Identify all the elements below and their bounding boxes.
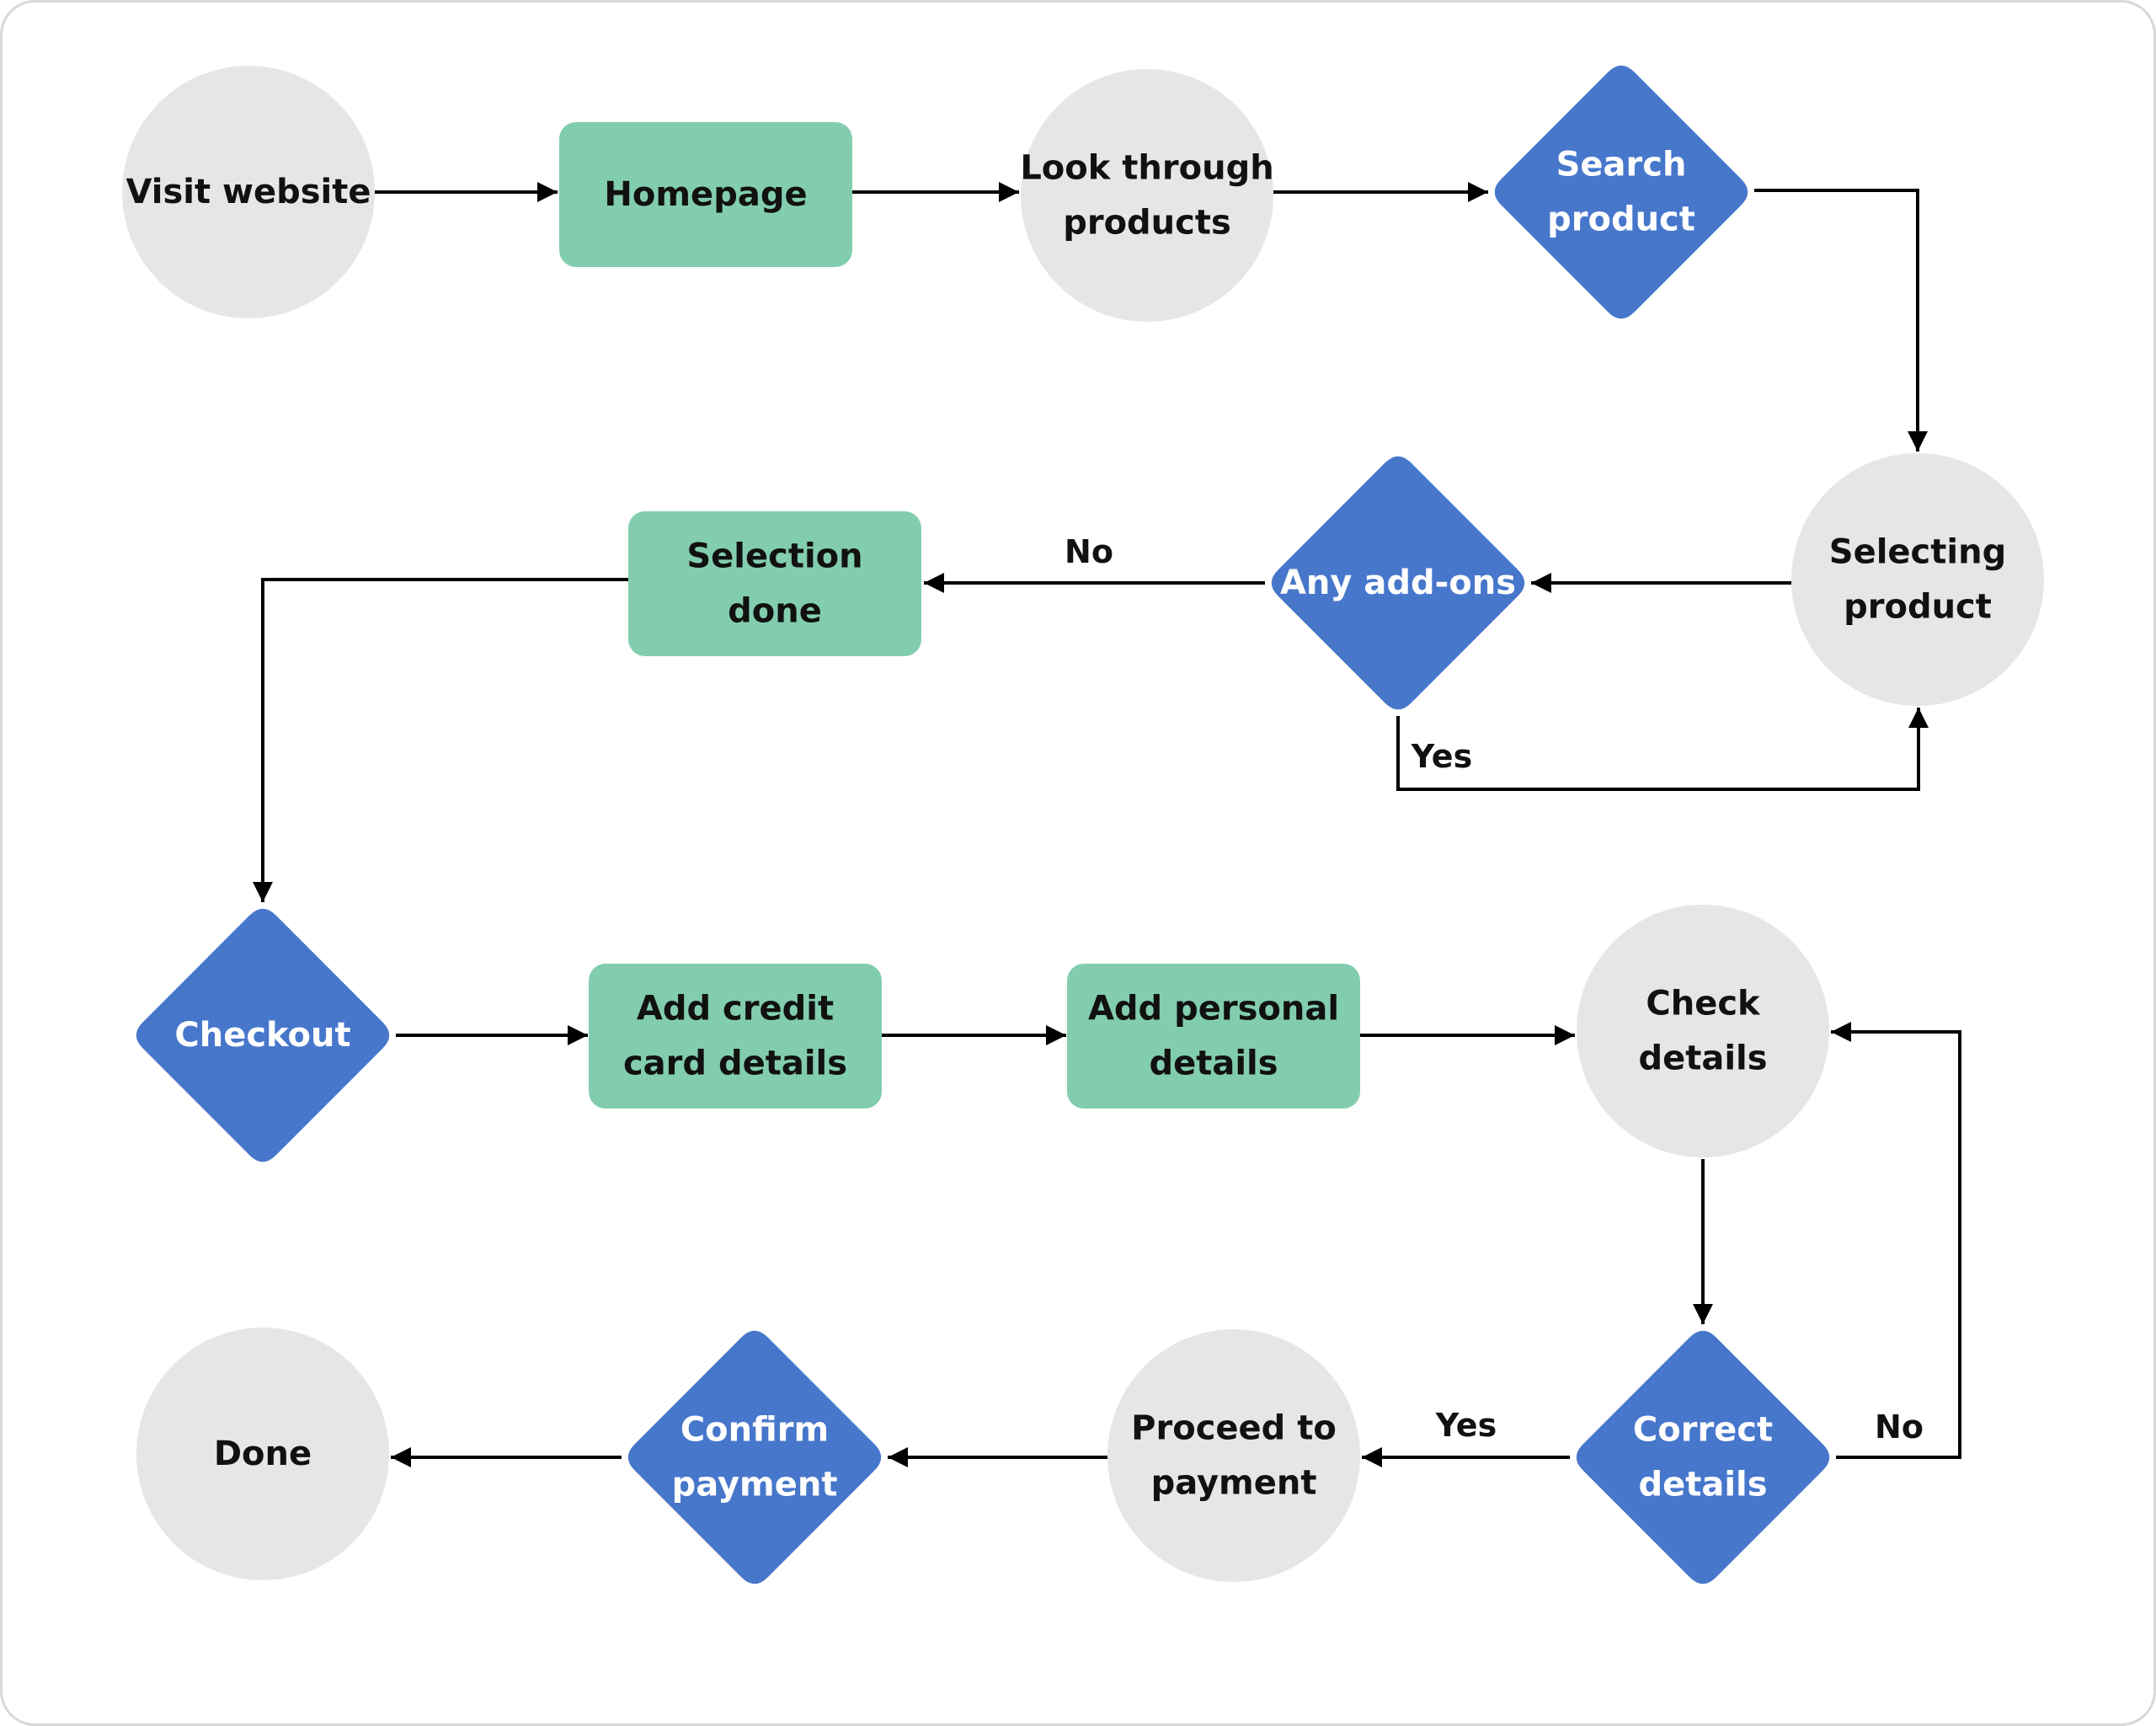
node-check-details: Check details xyxy=(1577,905,1829,1157)
arrow-selection-done-to-checkout xyxy=(253,578,628,902)
edge-label-yes: Yes xyxy=(1435,1407,1497,1444)
circle-shape xyxy=(122,66,375,318)
node-label: Any add-ons xyxy=(1280,564,1516,602)
node-label: Selecting xyxy=(1829,533,2006,572)
node-label: product xyxy=(1547,200,1695,239)
arrow-correct-details-to-check-details xyxy=(1831,1022,1961,1459)
decision-diamond-shape xyxy=(1271,456,1525,710)
connectors xyxy=(253,182,1961,1467)
node-proceed-payment: Proceed to payment xyxy=(1107,1329,1360,1582)
edge-label-no: No xyxy=(1065,533,1113,570)
node-label: Search xyxy=(1556,146,1687,184)
node-label: Add personal xyxy=(1088,990,1339,1029)
node-add-personal: Add personal details xyxy=(1067,964,1360,1109)
node-done: Done xyxy=(136,1328,389,1580)
node-label: details xyxy=(1638,1039,1767,1078)
node-label: Confirm xyxy=(680,1411,829,1450)
circle-shape xyxy=(1021,69,1273,322)
node-label: Correct xyxy=(1633,1411,1773,1450)
node-label: product xyxy=(1844,588,1992,627)
circle-shape xyxy=(1791,453,2044,706)
node-label: done xyxy=(728,592,822,631)
process-box-shape xyxy=(559,122,852,267)
edge-label-yes: Yes xyxy=(1411,738,1472,775)
node-label: details xyxy=(1149,1045,1278,1083)
node-add-credit: Add credit card details xyxy=(589,964,882,1109)
process-box-shape xyxy=(589,964,882,1109)
node-label: products xyxy=(1063,204,1231,243)
node-any-addons: Any add-ons xyxy=(1271,456,1525,710)
node-look-through: Look through products xyxy=(1020,69,1274,322)
node-correct-details: Correct details xyxy=(1576,1330,1830,1584)
node-label: payment xyxy=(672,1466,838,1504)
node-label: Proceed to xyxy=(1131,1409,1337,1448)
node-homepage: Homepage xyxy=(559,122,852,267)
node-confirm-payment: Confirm payment xyxy=(627,1330,882,1584)
node-selecting-product: Selecting product xyxy=(1791,453,2044,706)
arrow-search-product-to-selecting-product xyxy=(1754,189,1928,452)
node-selection-done: Selection done xyxy=(628,511,921,656)
node-visit-website: Visit website xyxy=(122,66,375,318)
node-label: Checkout xyxy=(174,1016,350,1055)
decision-diamond-shape xyxy=(136,908,390,1162)
node-label: payment xyxy=(1151,1464,1317,1503)
decision-diamond-shape xyxy=(627,1330,882,1584)
nodes: Visit website Homepage Look through product… xyxy=(122,65,2044,1584)
node-search-product: Search product xyxy=(1494,65,1748,319)
process-box-shape xyxy=(628,511,921,656)
node-label: Add credit xyxy=(637,990,834,1029)
node-label: Done xyxy=(214,1435,312,1473)
edge-label-no: No xyxy=(1875,1408,1924,1445)
circle-shape xyxy=(1107,1329,1360,1582)
circle-shape xyxy=(1577,905,1829,1157)
node-label: Look through xyxy=(1020,149,1273,188)
node-label: details xyxy=(1638,1466,1767,1504)
node-label: Selection xyxy=(686,537,862,576)
node-label: card details xyxy=(623,1045,847,1083)
node-label: Visit website xyxy=(125,173,371,211)
arrow-any-addons-to-selecting-product xyxy=(1396,708,1929,791)
node-checkout: Checkout xyxy=(136,908,390,1162)
decision-diamond-shape xyxy=(1576,1330,1830,1584)
node-label: Homepage xyxy=(604,175,807,214)
decision-diamond-shape xyxy=(1494,65,1748,319)
process-box-shape xyxy=(1067,964,1360,1109)
node-label: Check xyxy=(1646,985,1761,1023)
circle-shape xyxy=(136,1328,389,1580)
